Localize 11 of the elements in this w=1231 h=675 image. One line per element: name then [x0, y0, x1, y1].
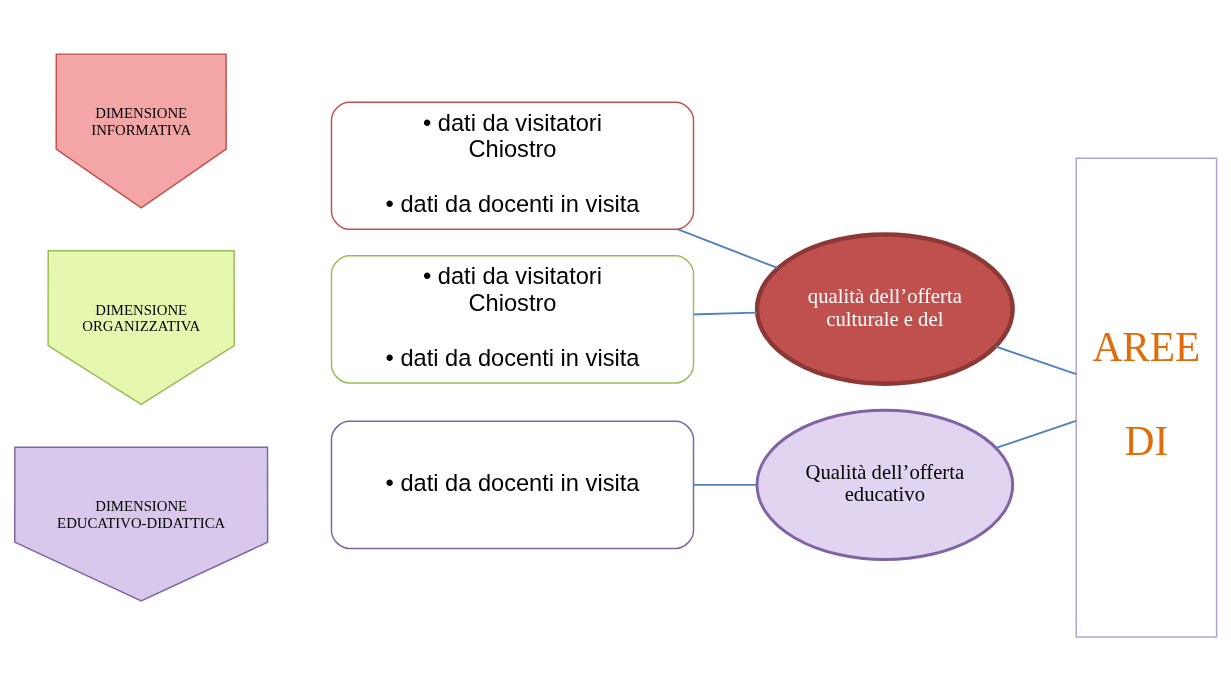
node-ellipse: Qualità dell’offerta educativo	[755, 408, 1015, 561]
connector	[677, 228, 779, 269]
connector	[994, 345, 1078, 376]
connector	[995, 420, 1077, 449]
connector	[692, 483, 758, 486]
connector	[692, 311, 758, 316]
node-ellipse: qualità dell’offerta culturale e del	[754, 232, 1015, 386]
node-box: • dati da visitatori Chiostro • dati da docenti in visita	[330, 101, 695, 230]
node-box: • dati da docenti in visita	[330, 420, 695, 550]
node-box: • dati da visitatori Chiostro • dati da docenti in visita	[330, 255, 695, 384]
node-box: AREE DI	[1075, 157, 1218, 638]
